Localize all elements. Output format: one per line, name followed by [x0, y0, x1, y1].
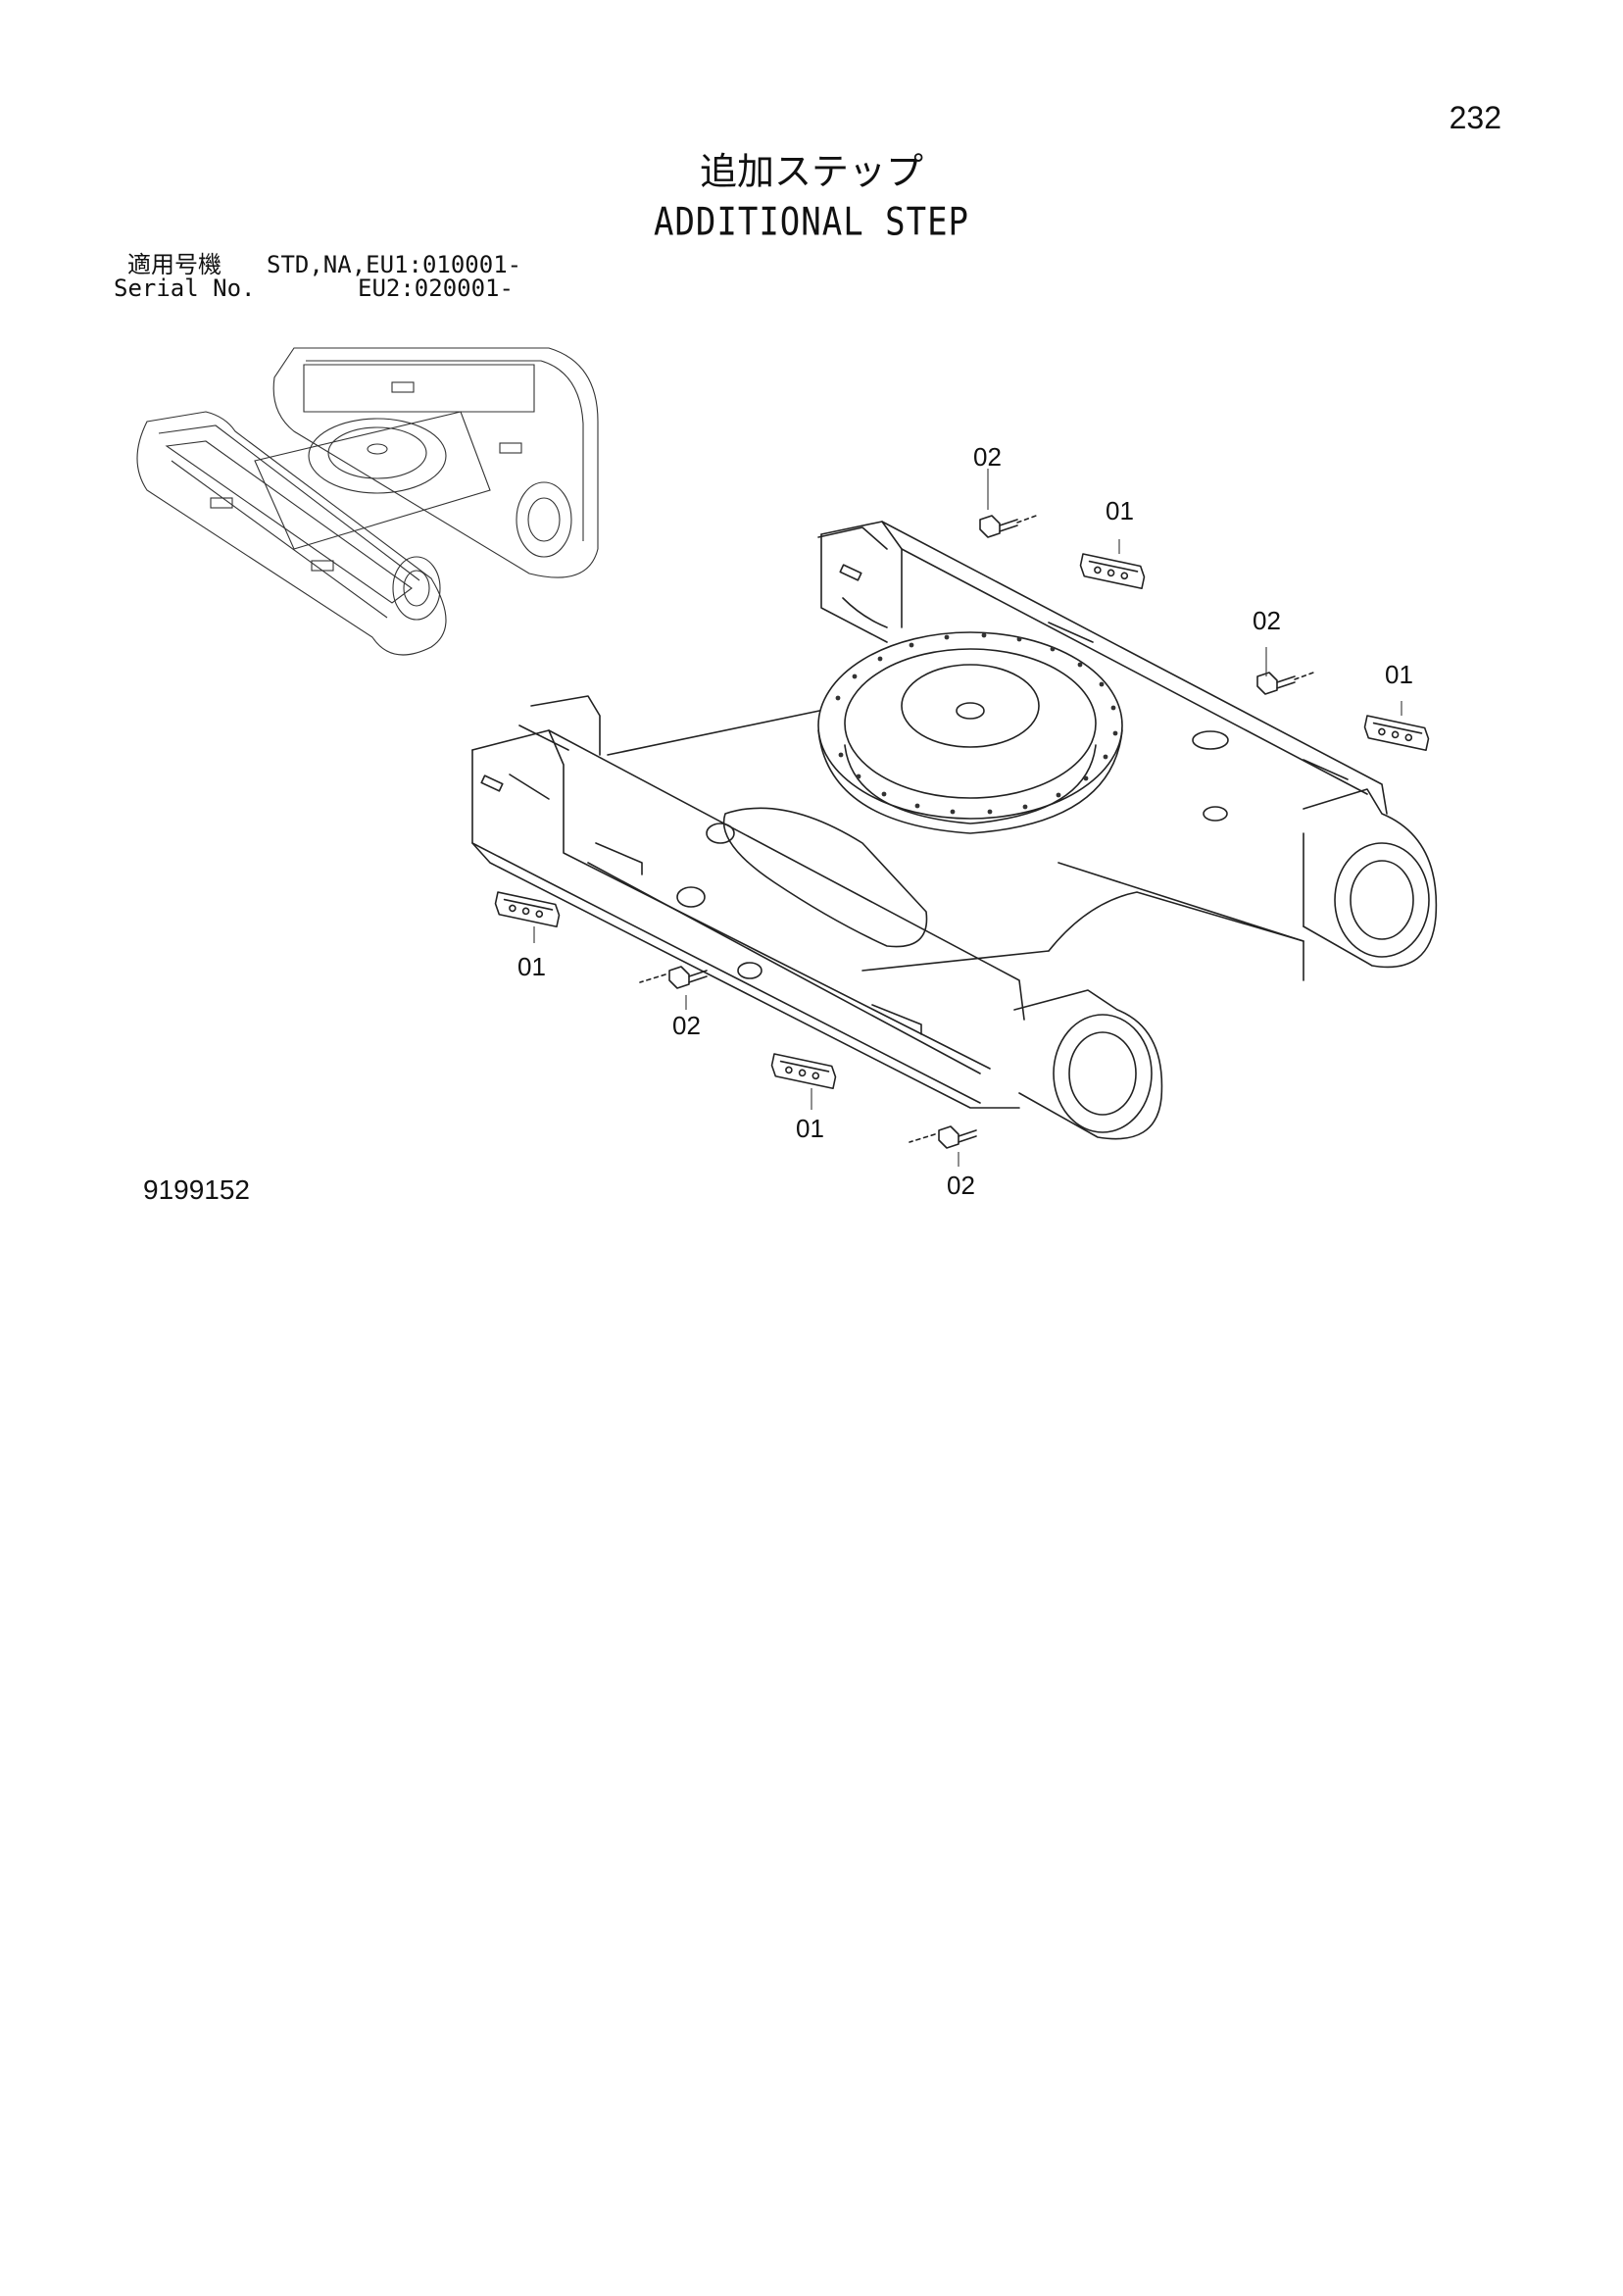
page-title-japanese: 追加ステップ: [699, 150, 923, 193]
callout-bolt-02: 02: [672, 1011, 701, 1040]
callout-step-01: 01: [1385, 660, 1413, 689]
serial-range-line-1: STD,NA,EU1:010001-: [267, 251, 522, 278]
callout-bolt-02: 02: [973, 442, 1002, 472]
undercarriage-frame-illustration: [471, 521, 1438, 1140]
callout-step-01: 01: [796, 1114, 824, 1143]
callout-step-01: 01: [1106, 496, 1134, 525]
page-number: 232: [1449, 100, 1501, 135]
serial-label-japanese: 適用号機: [127, 251, 221, 278]
leader-lines: [533, 469, 1402, 1167]
callout-bolt-02: 02: [1253, 606, 1281, 635]
undercarriage-overview-illustration: [136, 347, 599, 656]
serial-range-line-2: EU2:020001-: [358, 275, 514, 302]
callout-step-01: 01: [517, 952, 546, 981]
serial-label-english: Serial No.: [114, 275, 256, 302]
step-part-01: [494, 553, 1430, 1090]
bolt-part-02: [639, 514, 1317, 1149]
page-title-english: ADDITIONAL STEP: [653, 200, 970, 245]
drawing-number: 9199152: [143, 1174, 251, 1205]
callout-bolt-02: 02: [947, 1171, 975, 1200]
